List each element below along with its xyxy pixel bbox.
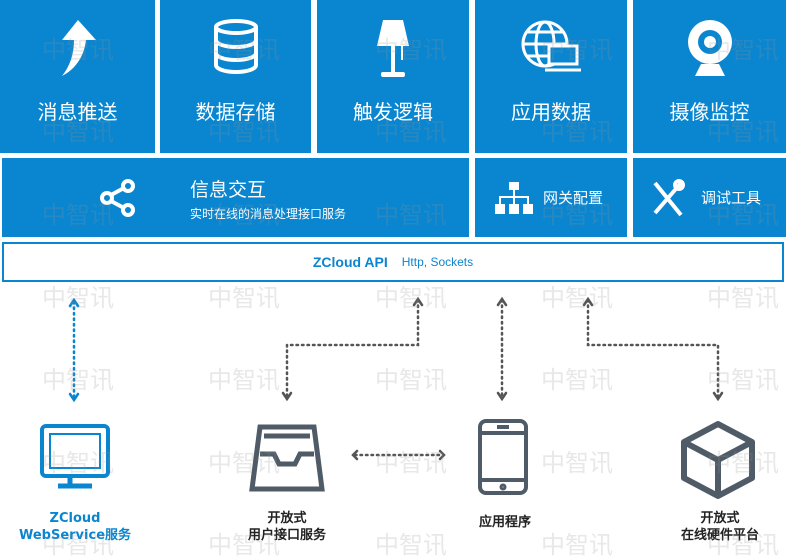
debug-label: 调试工具 [701,189,762,207]
client-app: 应用程序 [430,514,580,531]
gateway-label: 网关配置 [543,189,604,207]
debug-tools-tile[interactable]: 调试工具 [633,158,786,237]
share-icon [100,179,135,217]
arrowheads [281,296,724,461]
globe-computer-icon [521,20,581,72]
arrowheads-webservice [68,297,80,403]
client-line: 用户接口服务 [247,528,326,543]
gateway-config-tile[interactable]: 网关配置 [475,158,627,237]
inbox-tray-icon [249,424,325,492]
module-label: 触发逻辑 [353,100,433,124]
module-message-push[interactable]: 消息推送 [0,0,155,153]
tools-icon [653,178,685,216]
connector-user-api [285,298,420,400]
lamp-icon [377,20,409,77]
cube-icon [681,421,755,499]
module-camera-monitoring[interactable]: 摄像监控 [633,0,786,153]
zcloud-api-bar: ZCloud API Http, Sockets [2,242,784,282]
smartphone-icon [478,419,528,495]
client-line: 在线硬件平台 [680,528,759,543]
client-line: ZCloud [49,511,101,526]
client-hardware-platform: 开放式在线硬件平台 [645,510,786,544]
module-label: 应用数据 [511,100,591,124]
module-label: 摄像监控 [669,100,750,124]
network-tree-icon [495,181,533,214]
connector-hardware [586,298,720,400]
api-protocols: Http, Sockets [401,255,474,269]
module-label: 消息推送 [37,100,118,124]
client-user-api: 开放式用户接口服务 [212,510,362,544]
client-line: 应用程序 [478,515,531,530]
api-title: ZCloud API [312,254,388,270]
interaction-title: 信息交互 [190,179,267,201]
client-line: WebService服务 [18,528,132,543]
monitor-icon [40,424,110,489]
arrow-up-icon [61,20,96,76]
database-icon [213,19,258,74]
message-interaction-tile[interactable]: 信息交互 实时在线的消息处理接口服务 [2,158,469,237]
module-label: 数据存储 [195,100,276,124]
client-line: 开放式 [700,511,740,526]
module-app-data[interactable]: 应用数据 [475,0,627,153]
connectors [68,296,724,461]
client-line: 开放式 [267,511,307,526]
module-trigger-logic[interactable]: 触发逻辑 [317,0,469,153]
interaction-subtitle: 实时在线的消息处理接口服务 [190,207,347,221]
module-data-storage[interactable]: 数据存储 [160,0,311,153]
webcam-icon [687,20,732,76]
